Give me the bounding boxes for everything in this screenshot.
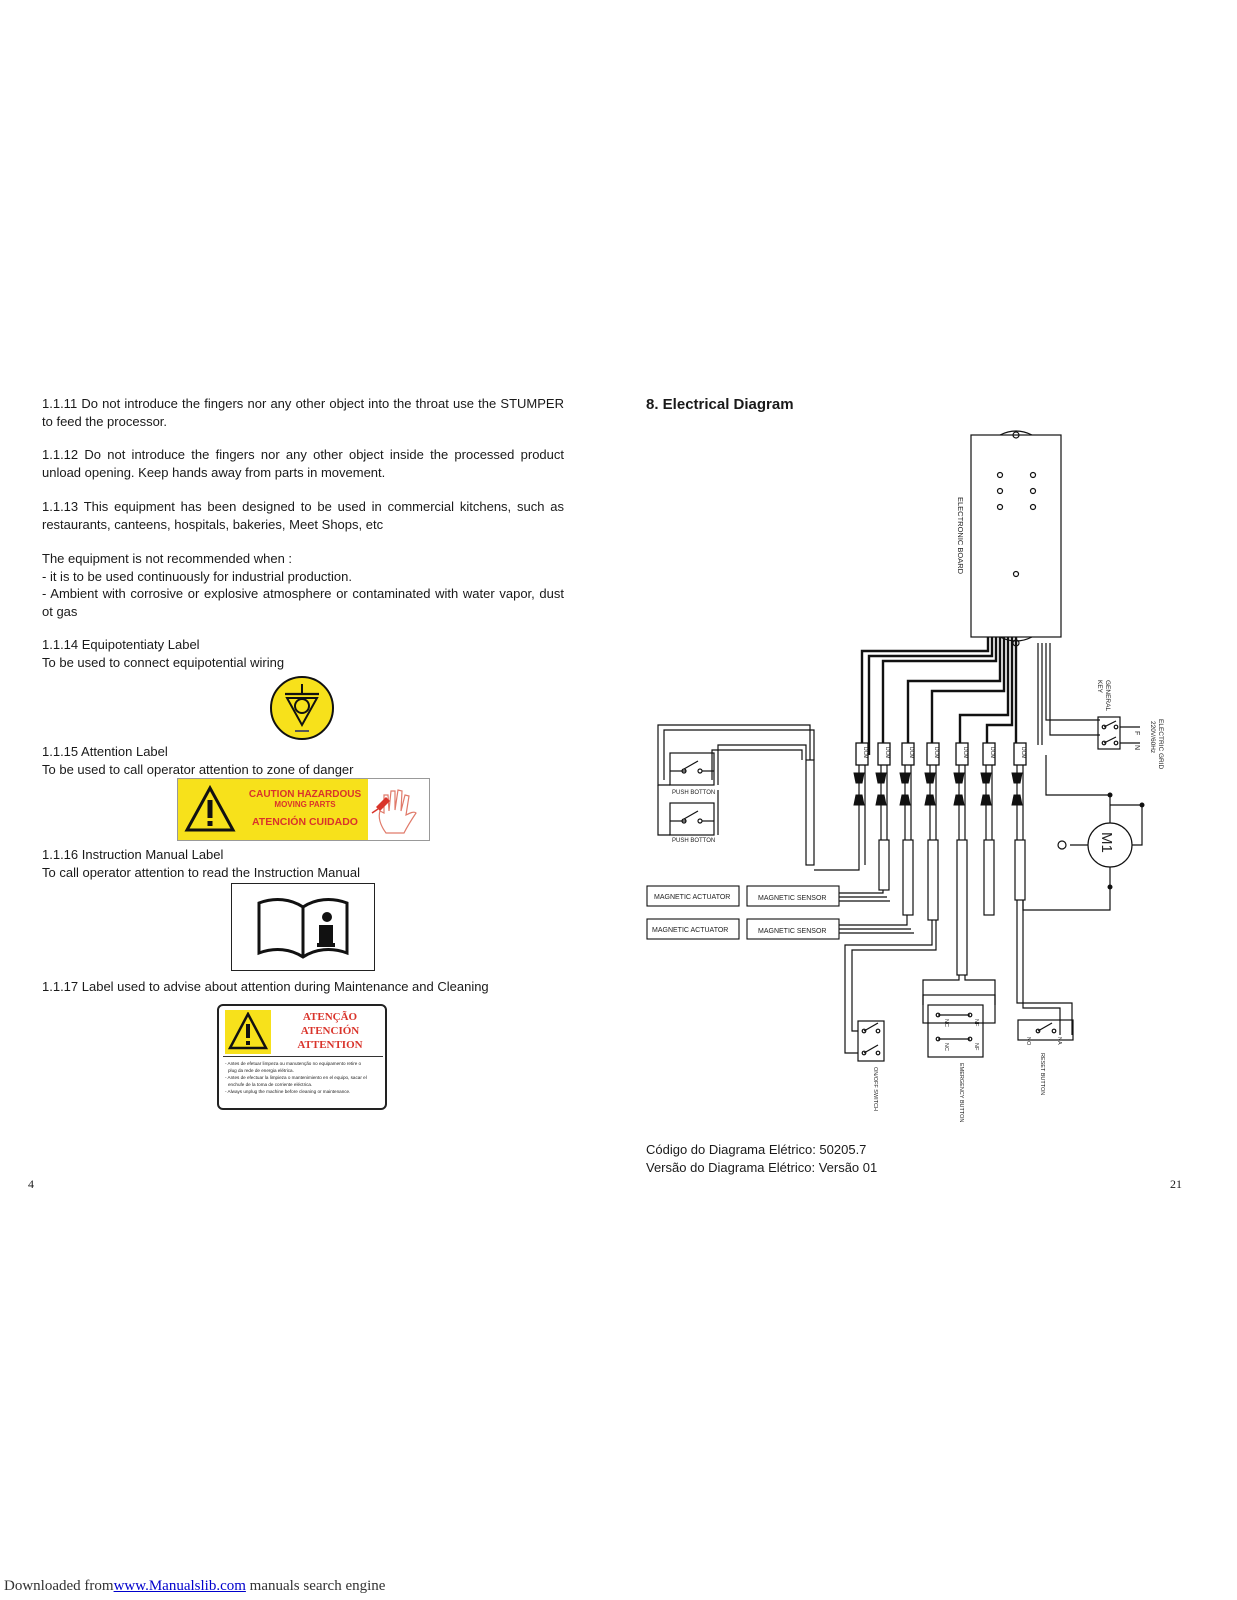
section-description: To be used to call operator attention to… [42,761,354,777]
caution-text-line: MOVING PARTS [274,800,336,809]
diagram-code: Código do Diagrama Elétrico: 50205.7 [646,1142,867,1157]
svg-text:DCM: DCM [884,747,890,758]
general-key-label: KEY [1096,680,1103,694]
svg-text:DCM: DCM [962,747,968,758]
hand-hazard-icon [371,789,417,834]
contact-nf-label: NF [973,1043,979,1051]
emergency-button-label: EMERGENCY BUTTON [958,1063,964,1122]
contact-nc-label: NC [943,1043,949,1051]
maintenance-label: ATENÇÃO ATENCIÓN ATTENTION - Antes de ef… [217,1004,387,1110]
diagram-code-block: Código do Diagrama Elétrico: 50205.7 Ver… [646,1141,877,1177]
maintenance-title: ATENÇÃO ATENCIÓN ATTENTION [297,1011,363,1051]
reset-button-box [1017,1019,1074,1041]
page-number-left: 4 [28,1177,34,1191]
contact-na-label: NA [1056,1037,1062,1045]
not-recommended-item: - Ambient with corrosive or explosive at… [42,586,564,619]
plug-connectors [853,772,1023,806]
section-description: To call operator attention to read the I… [42,864,360,880]
caution-label: CAUTION HAZARDOUS MOVING PARTS ATENCIÓN … [177,778,430,841]
magnetic-actuator-1-box [646,885,740,907]
caution-text-line: CAUTION HAZARDOUS [248,789,362,800]
magnetic-actuator-2-box [646,918,740,940]
contact-no-label: NO [1025,1037,1031,1046]
grid-neutral-label: N [1133,745,1140,750]
onoff-switch-label: ON/OFF SWITCH [872,1067,878,1111]
general-key-label: GENERAL [1104,680,1111,711]
general-key-box [1097,716,1121,750]
svg-text:DCM: DCM [989,747,995,758]
caution-text-line: ATENCIÓN CUIDADO [252,816,358,828]
magnetic-actuator-label: MAGNETIC ACTUATOR [652,927,728,934]
section-1-1-16: 1.1.16 Instruction Manual Label To call … [42,846,564,881]
section-heading: 1.1.17 Label used to advise about attent… [42,979,489,994]
not-recommended-item: - it is to be used continuously for indu… [42,568,353,584]
connector-blocks [855,742,1027,766]
not-recommended-block: The equipment is not recommended when : … [42,550,564,620]
svg-text:DCM: DCM [908,747,914,758]
page-number-right: 21 [1170,1177,1182,1191]
section-heading: 1.1.16 Instruction Manual Label [42,847,224,862]
label-divider [223,1056,383,1057]
svg-text:DCM: DCM [862,747,868,758]
instruction-manual-label-icon [231,883,375,971]
section-title: 8. Electrical Diagram [646,396,794,413]
electronic-board-box [970,434,1062,638]
not-recommended-title: The equipment is not recommended when : [42,551,293,566]
section-1-1-15: 1.1.15 Attention Label To be used to cal… [42,743,564,778]
motor-label: M1 [1098,832,1115,853]
electronic-board-label: ELECTRONIC BOARD [956,497,965,575]
push-button-label: PUSH BOTTON [672,790,715,796]
electric-grid-label: 220V/60Hz [1149,721,1156,753]
contact-nf-label: NF [973,1019,979,1027]
diagram-version: Versão do Diagrama Elétrico: Versão 01 [646,1160,878,1175]
caution-text-panel: CAUTION HAZARDOUS MOVING PARTS ATENCIÓN … [242,779,368,840]
paragraph-1-1-11: 1.1.11 Do not introduce the fingers nor … [42,396,564,429]
maintenance-instructions: - Antes de efetuar limpeza ou manutenção… [225,1061,367,1094]
footer-prefix: Downloaded from [4,1578,114,1594]
push-button-1-box [669,752,715,786]
magnetic-sensor-label: MAGNETIC SENSOR [758,928,826,935]
section-1-1-14: 1.1.14 Equipotentiaty Label To be used t… [42,636,564,671]
magnetic-actuator-label: MAGNETIC ACTUATOR [654,894,730,901]
warning-triangle-icon [228,1012,268,1050]
section-heading: 1.1.15 Attention Label [42,744,168,759]
section-heading: 1.1.14 Equipotentiaty Label [42,637,200,652]
contact-nc-label: NC [943,1019,949,1027]
section-description: To be used to connect equipotential wiri… [42,654,285,670]
svg-text:DCM: DCM [1020,747,1026,758]
download-footer: Downloaded fromwww.Manualslib.com manual… [4,1578,385,1595]
reset-button-label: RESET BUTTON [1039,1053,1045,1095]
warning-triangle-icon [184,785,236,832]
electric-grid-label: ELECTRIC GRID [1157,719,1164,770]
equipotential-label-icon [270,676,334,740]
manualslib-link[interactable]: www.Manualslib.com [113,1578,246,1594]
grid-phase-label: F [1133,731,1140,735]
paragraph-1-1-13: 1.1.13 This equipment has been designed … [42,499,564,532]
section-1-1-17: 1.1.17 Label used to advise about attent… [42,978,564,996]
footer-suffix: manuals search engine [249,1578,386,1594]
magnetic-sensor-label: MAGNETIC SENSOR [758,895,826,902]
push-button-label: PUSH BOTTON [672,838,715,844]
paragraph-1-1-12: 1.1.12 Do not introduce the fingers nor … [42,447,564,480]
emergency-button-box [927,1004,984,1058]
magnetic-sensor-1-box [746,885,840,907]
electrical-diagram: DCM DCM DCM DCM DCM DCM DCM ELECTRONIC B… [646,430,1164,1122]
svg-text:DCM: DCM [933,747,939,758]
push-button-2-box [669,802,715,836]
onoff-switch-box [857,1020,885,1062]
